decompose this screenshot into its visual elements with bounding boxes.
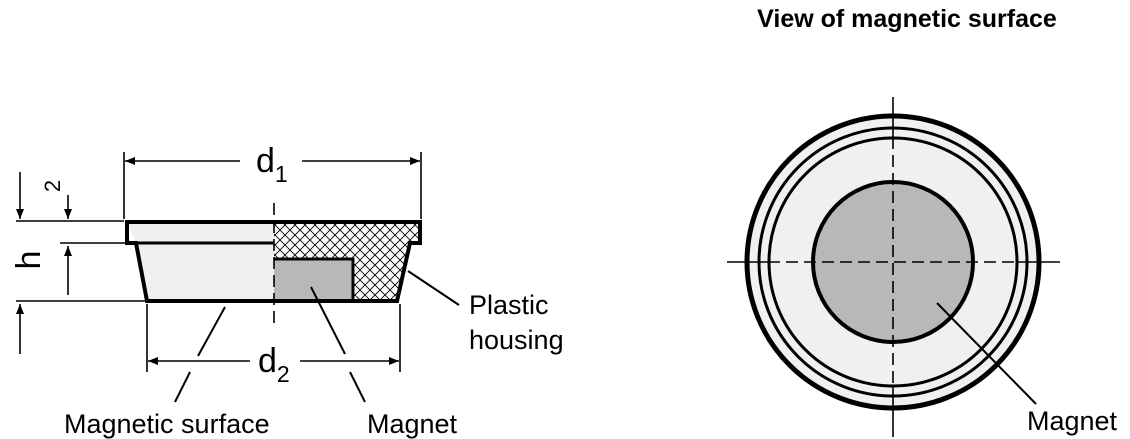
housing-section-hatch — [274, 222, 420, 301]
magnet-section — [274, 259, 353, 301]
magnet-left-leader — [310, 286, 346, 355]
magnetic-surface-leader-lower — [174, 371, 191, 403]
dim-h-label: h — [10, 251, 48, 270]
magnetic-surface-label: Magnetic surface — [64, 409, 270, 439]
housing-left-half — [127, 222, 274, 243]
view-title: View of magnetic surface — [757, 5, 1057, 33]
d1-label: d1 — [256, 142, 288, 187]
plastic-housing-label: Plastic housing — [469, 290, 564, 355]
plastic-housing-leader — [407, 270, 460, 306]
section-view: d1 d2 2 h Plastic housing Mag — [10, 142, 564, 439]
magnetic-surface-leader — [197, 306, 226, 357]
magnet-label-right: Magnet — [1027, 406, 1118, 436]
d2-label: d2 — [258, 342, 290, 387]
dim-2-label: 2 — [40, 180, 65, 192]
housing-body-left — [136, 243, 274, 301]
magnet-label-left: Magnet — [367, 409, 458, 439]
magnetic-surface-view: View of magnetic surface Magnet — [727, 5, 1118, 437]
magnet-right-leader — [936, 302, 1037, 405]
magnet-outline — [274, 257, 355, 301]
magnet-left-leader-lower — [349, 371, 366, 403]
